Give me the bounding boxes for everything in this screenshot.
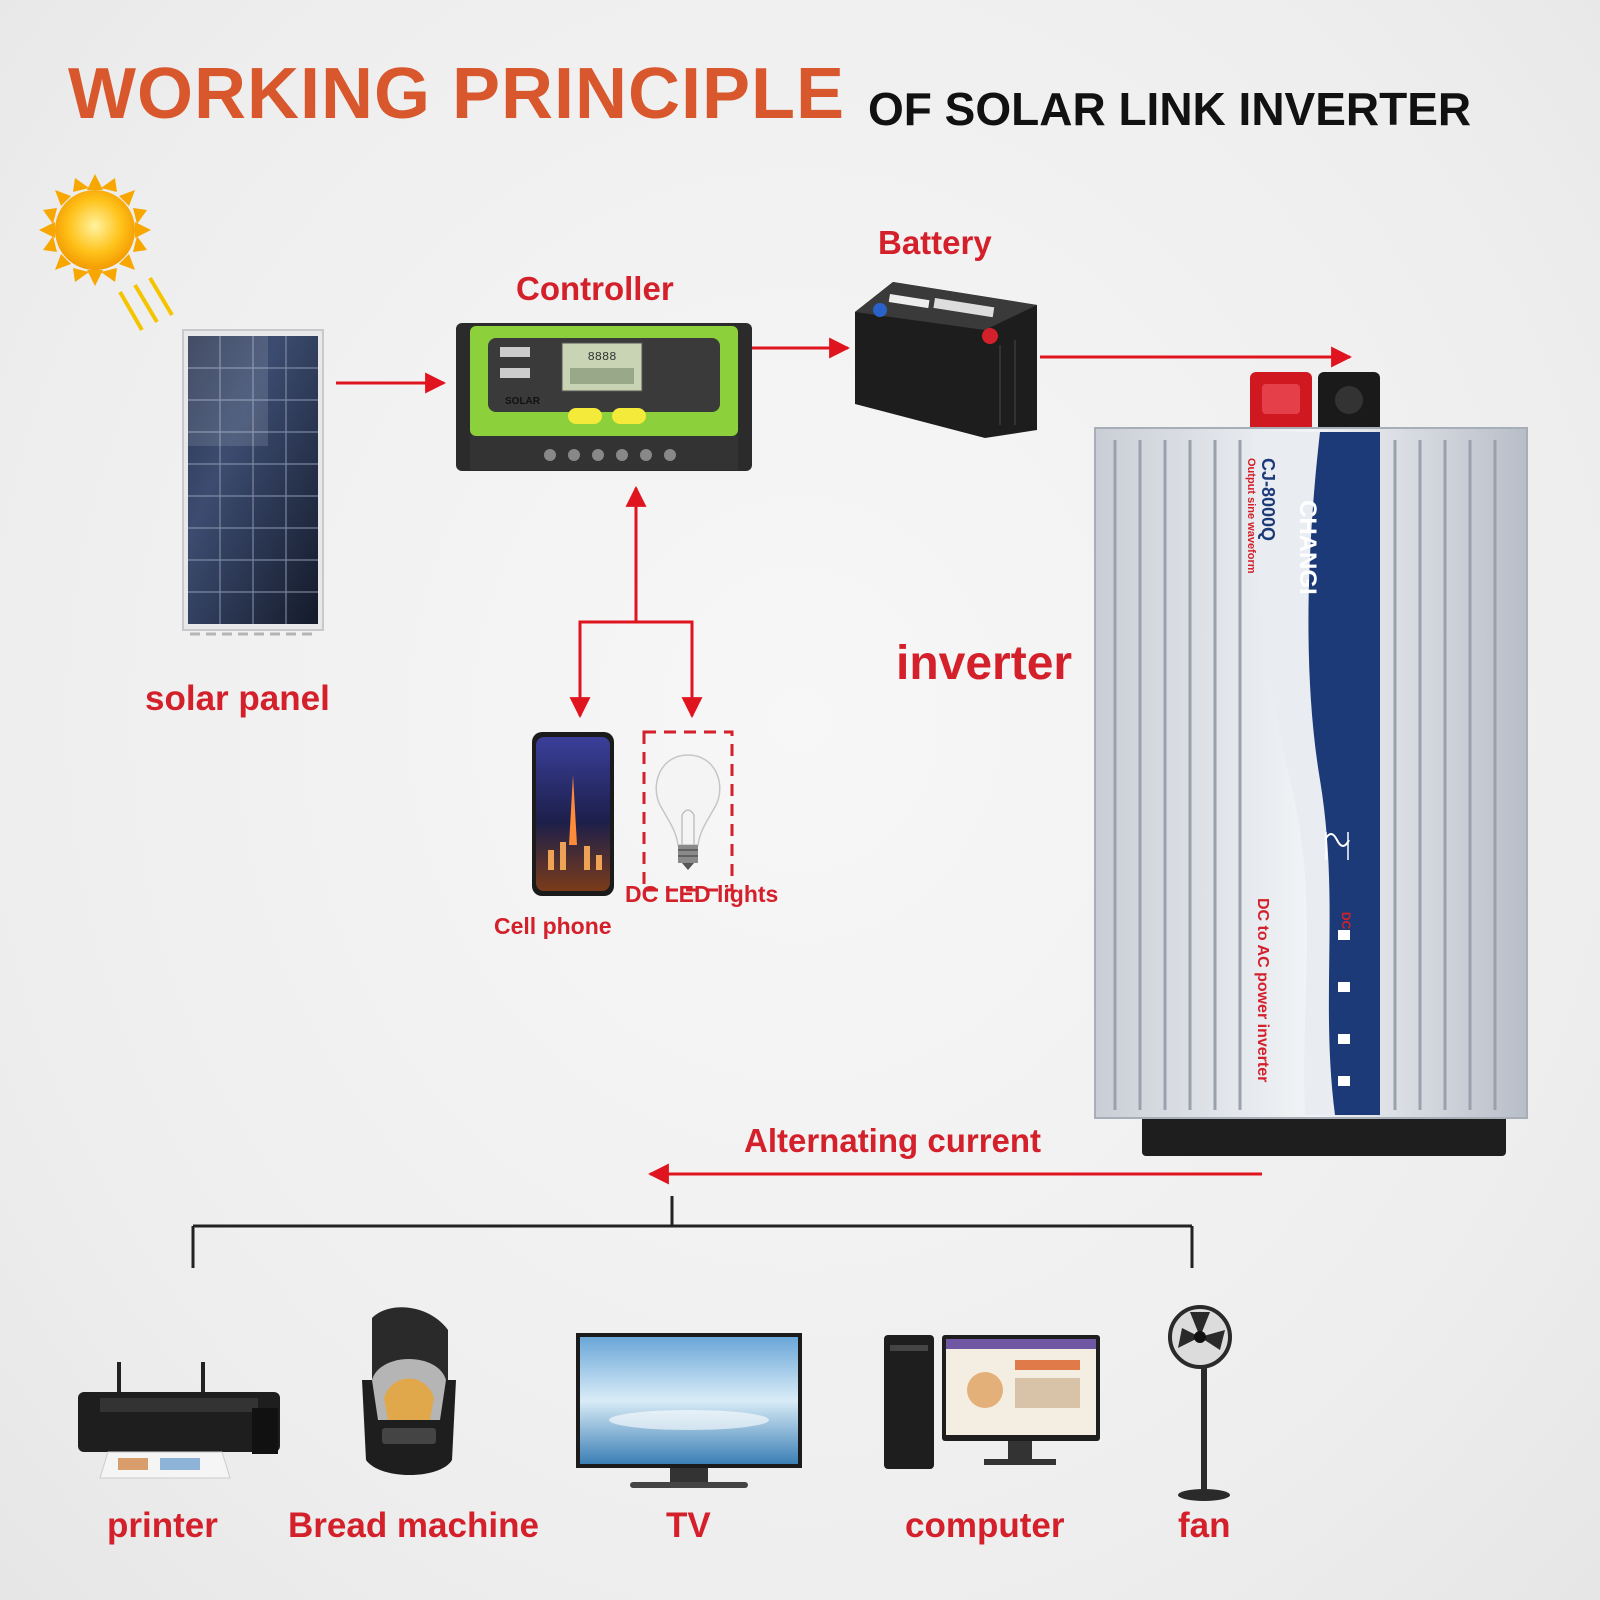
- inverter-model-subtitle: Output sine waveform: [1245, 458, 1257, 574]
- solar-panel-icon: [182, 329, 324, 636]
- sun-icon: [39, 174, 174, 332]
- appliance-label-bread-machine: Bread machine: [288, 1506, 539, 1545]
- battery-label: Battery: [878, 224, 992, 261]
- tv-icon: [576, 1333, 802, 1488]
- inverter-brand: CHANGI: [1294, 500, 1321, 595]
- appliance-label-computer: computer: [905, 1506, 1065, 1545]
- computer-icon: [884, 1335, 1100, 1469]
- ac-distribution-bus: [191, 1196, 1194, 1268]
- bread-machine-icon: [362, 1307, 456, 1475]
- solar-panel-label: solar panel: [145, 679, 330, 718]
- controller-brand: SOLAR: [505, 396, 541, 407]
- title-main: WORKING PRINCIPLE: [68, 54, 846, 134]
- battery-icon: [855, 282, 1037, 438]
- inverter-icon: CHANGI CJ-8000Q Output sine waveform DC …: [1094, 372, 1528, 1156]
- light-bulb-icon: [642, 730, 734, 892]
- inverter-model: CJ-8000Q: [1258, 458, 1278, 541]
- inverter-dc-label: DC: [1339, 912, 1353, 930]
- appliance-label-fan: fan: [1178, 1506, 1231, 1545]
- appliance-label-tv: TV: [666, 1506, 711, 1545]
- inverter-label: inverter: [896, 637, 1073, 690]
- inverter-side-text: DC to AC power inverter: [1254, 898, 1271, 1082]
- alternating-current-label: Alternating current: [744, 1122, 1042, 1159]
- branch-dc-loads: [578, 620, 694, 714]
- appliance-label-printer: printer: [107, 1506, 218, 1545]
- controller-icon: 8888 SOLAR: [456, 323, 752, 471]
- printer-icon: [78, 1362, 280, 1479]
- cell-phone-icon: [532, 732, 614, 896]
- controller-display: 8888: [588, 350, 617, 364]
- fan-icon: [1168, 1305, 1232, 1501]
- cell-phone-label: Cell phone: [494, 913, 612, 939]
- controller-label: Controller: [516, 270, 674, 307]
- title-sub: OF SOLAR LINK INVERTER: [868, 83, 1472, 135]
- dc-led-lights-label: DC LED lights: [625, 881, 779, 907]
- flow-arrows: [336, 337, 1353, 1185]
